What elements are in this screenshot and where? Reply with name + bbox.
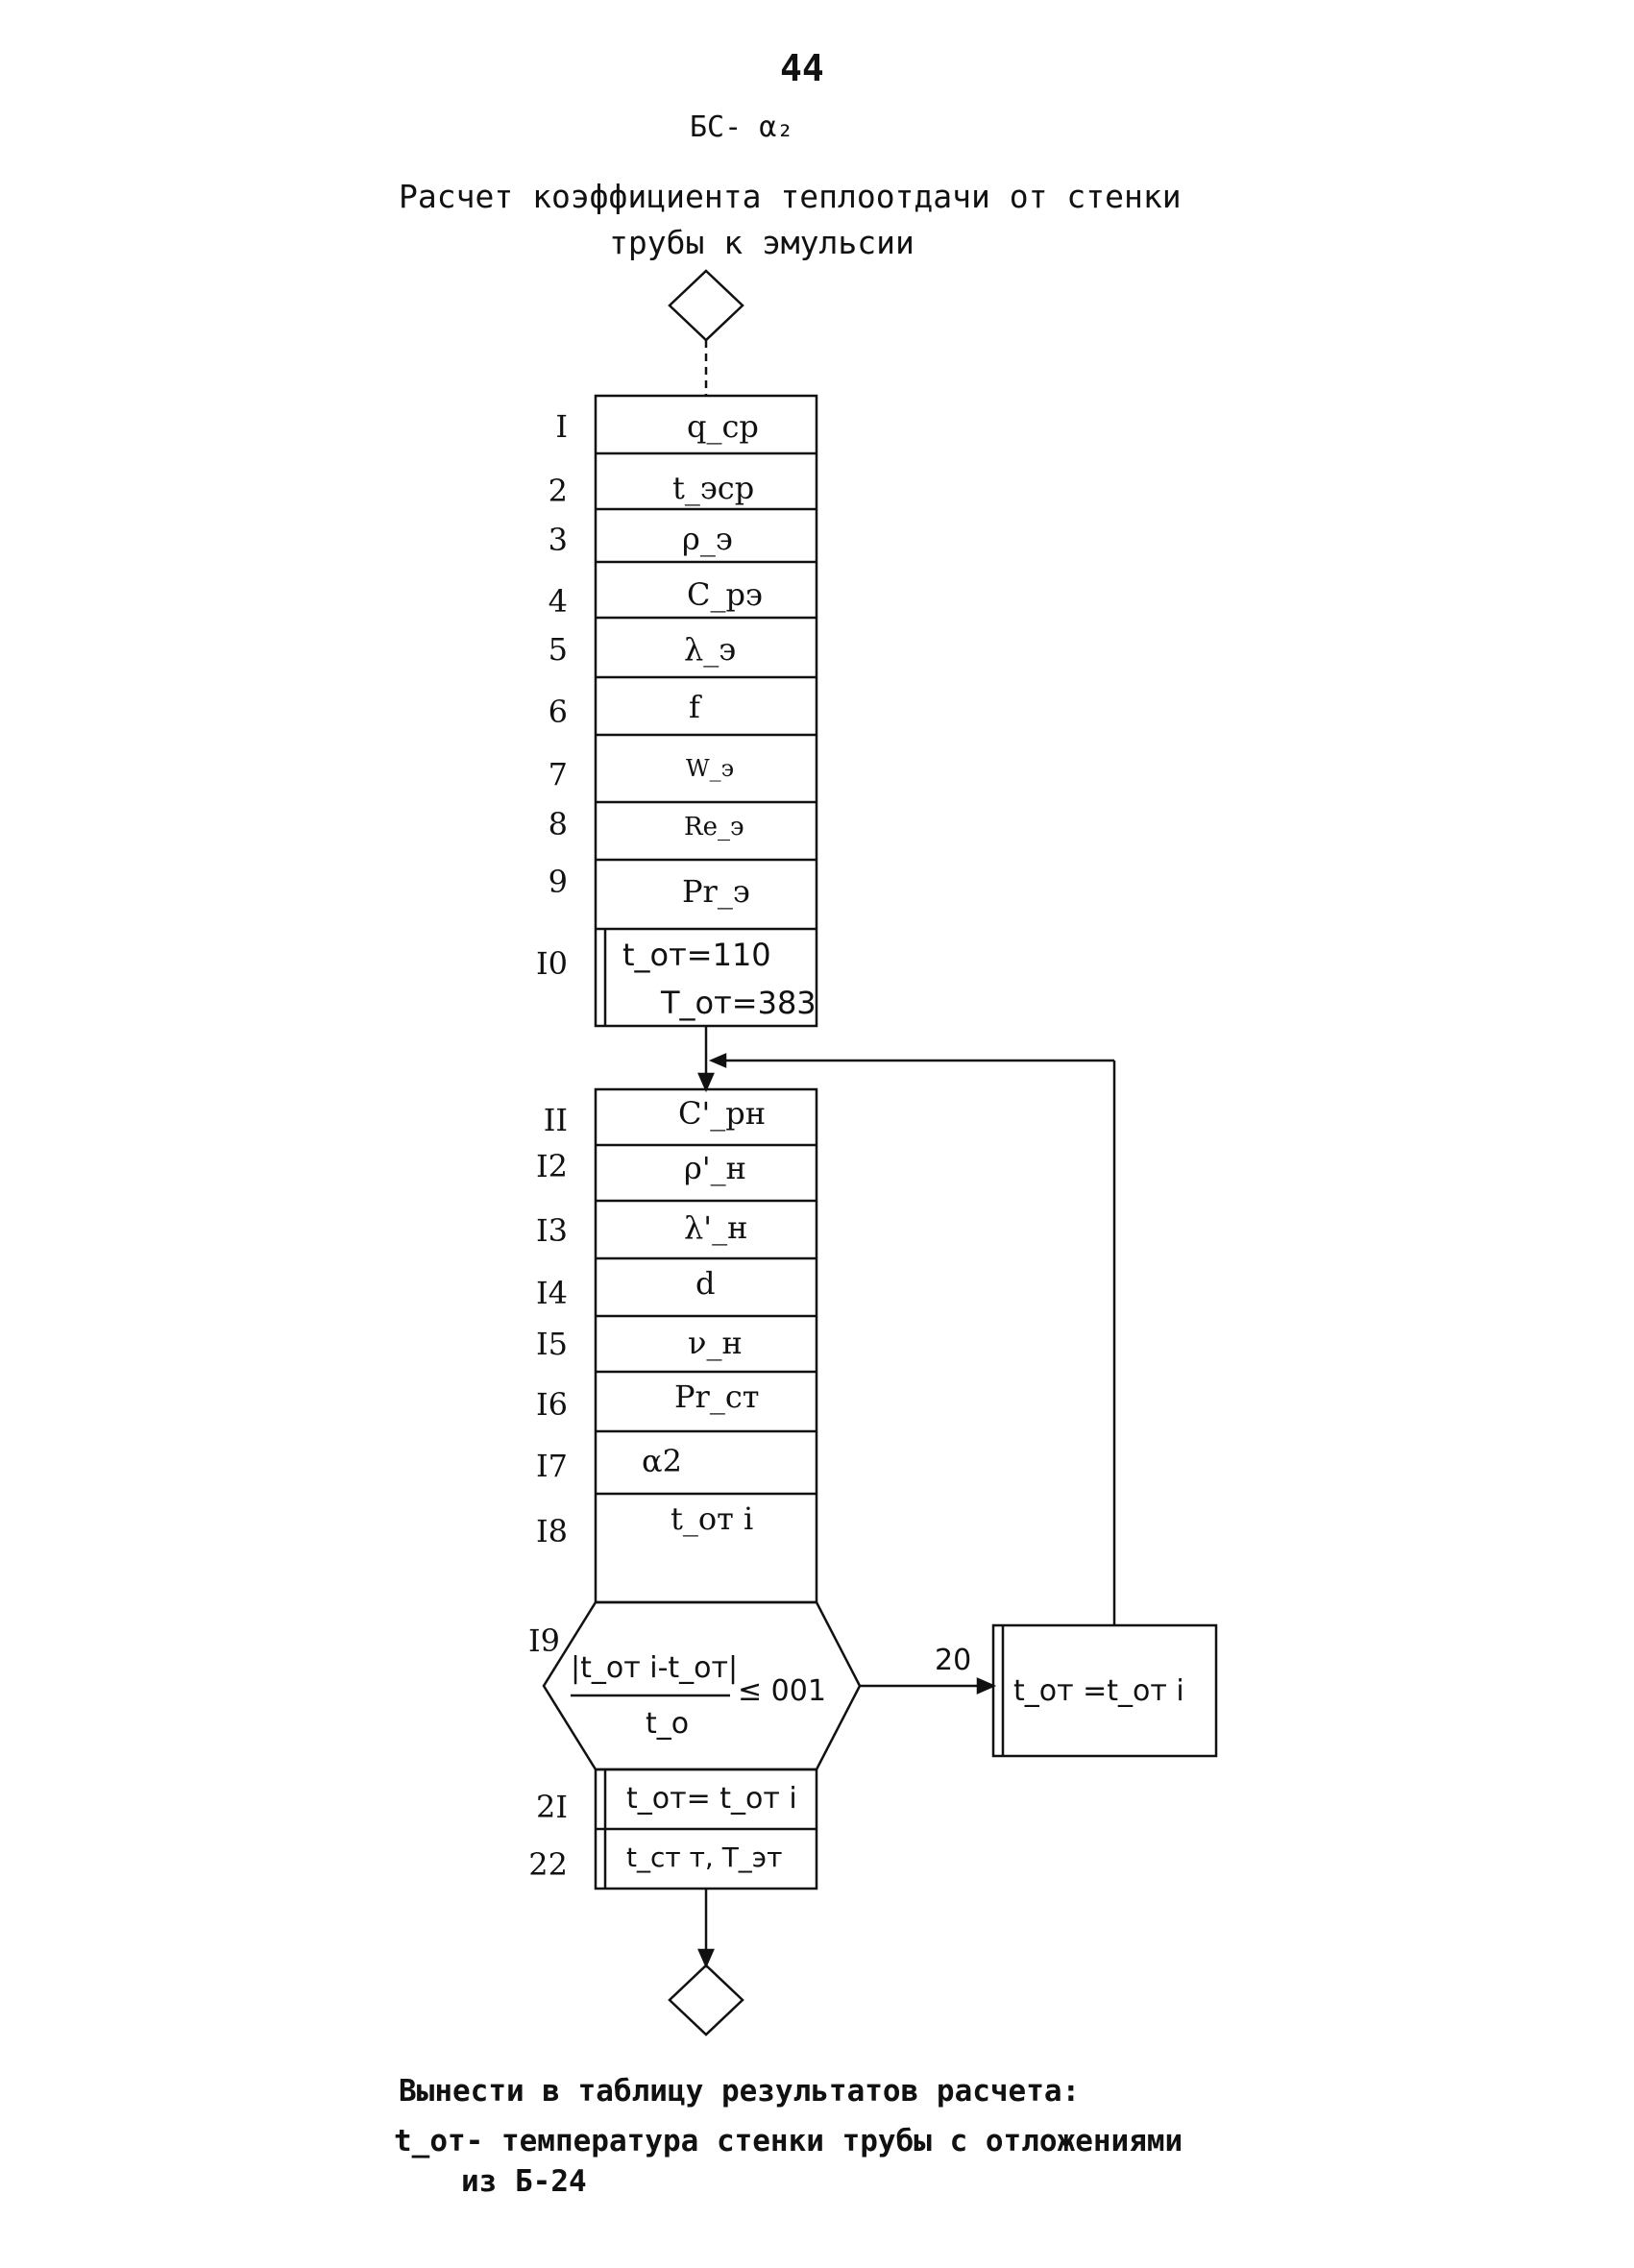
arrow-right-20 (976, 1677, 997, 1695)
block-18-text: t_от i (671, 1500, 754, 1537)
block-20-text: t_от =t_от i (1013, 1674, 1184, 1708)
row-number-18: I8 (536, 1513, 568, 1549)
row-number-11: II (543, 1102, 568, 1138)
start-connector (668, 269, 744, 342)
title-line-2: трубы к эмульсии (609, 224, 915, 261)
condition-numerator: |t_от i-t_от| (571, 1651, 739, 1685)
document-code-text: БС- α₂ (690, 110, 794, 144)
row-number-2: 2 (548, 473, 568, 509)
block-5-text: λ_э (684, 631, 737, 668)
block-9-text: Pr_э (682, 873, 750, 910)
block-10-line-2: T_от=383 (661, 985, 817, 1021)
block-2-text: t_эср (672, 470, 755, 506)
note-line-2: t_от- температура стенки трубы с отложен… (394, 2124, 1183, 2158)
page-number: 44 (780, 47, 824, 89)
row-number-16: I6 (536, 1386, 568, 1423)
row-number-13: I3 (536, 1212, 568, 1249)
row-number-14: I4 (536, 1275, 568, 1311)
row-number-8: 8 (548, 806, 568, 842)
block-1-text: q_ср (687, 408, 759, 445)
row-number-5: 5 (548, 631, 568, 668)
row-number-17: I7 (536, 1448, 568, 1484)
row-number-9: 9 (548, 864, 568, 900)
row-number-4: 4 (548, 583, 568, 620)
block-8-text: Re_э (684, 813, 744, 841)
loop-arrow (708, 1053, 727, 1068)
block-11-text: C'_рн (678, 1095, 767, 1132)
row-number-1: I (555, 408, 568, 445)
block-13-text: λ'_н (684, 1209, 748, 1246)
block-12-text: ρ'_н (684, 1150, 746, 1186)
block-22-text: t_ст т, T_эт (626, 1841, 783, 1873)
condition-denominator: t_o (646, 1707, 690, 1741)
block-16-text: Pr_ст (674, 1378, 760, 1415)
row-number-3: 3 (548, 522, 568, 558)
row-number-10: I0 (536, 945, 568, 982)
block-7-text: W_э (686, 755, 735, 782)
row-number-15: I5 (536, 1326, 568, 1362)
row-number-19: I9 (528, 1622, 560, 1659)
title-line-1: Расчет коэффициента теплоотдачи от стенк… (399, 178, 1182, 215)
row-number-7: 7 (548, 756, 568, 793)
block-3-text: ρ_э (682, 521, 733, 557)
document-code: БС- α₂ (690, 113, 793, 142)
end-connector (668, 1963, 744, 2036)
block-10-line-1: t_от=110 (622, 937, 771, 973)
block-20 (991, 1623, 1218, 1758)
block-17-text: α2 (642, 1443, 682, 1479)
row-number-21: 2I (536, 1789, 568, 1825)
row-number-12: I2 (536, 1148, 568, 1184)
block-14-text: d (695, 1265, 716, 1302)
block-15-text: ν_н (688, 1325, 743, 1361)
row-number-22: 22 (528, 1846, 568, 1883)
block-4-text: C_рэ (687, 576, 763, 613)
arrow-down-1 (697, 1072, 715, 1093)
arrow-down-end (697, 1948, 715, 1969)
note-line-1: Вынести в таблицу результатов расчета: (399, 2074, 1081, 2109)
block-21-text: t_от= t_от i (626, 1782, 797, 1816)
row-number-20: 20 (935, 1644, 972, 1677)
condition-relation: ≤ 001 (738, 1674, 826, 1708)
note-line-3: из Б-24 (461, 2164, 587, 2199)
block-6-text: f (689, 689, 700, 725)
row-number-6: 6 (548, 694, 568, 730)
